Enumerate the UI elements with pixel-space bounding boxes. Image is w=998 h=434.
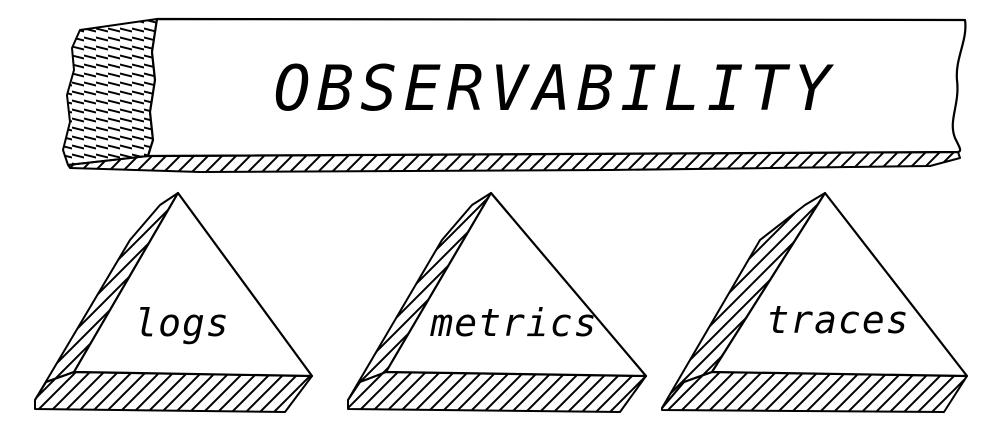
pillar-metrics-label: metrics xyxy=(429,301,597,345)
beam-bottom-edge xyxy=(67,151,961,173)
pillar-traces: traces xyxy=(661,191,969,413)
pillar-metrics: metrics xyxy=(347,191,648,413)
beam-face xyxy=(146,17,967,158)
pillar-traces-label: traces xyxy=(766,298,909,342)
pillar-traces-face xyxy=(710,191,969,378)
pillar-logs-label: logs xyxy=(134,301,230,345)
pillar-logs-base xyxy=(34,371,313,413)
pillar-metrics-base xyxy=(347,371,647,413)
observability-beam: OBSERVABILITY xyxy=(62,17,967,173)
pillar-logs: logs xyxy=(34,191,314,413)
pillar-metrics-face xyxy=(384,191,648,378)
beam-end-cap xyxy=(62,18,158,166)
pillar-logs-face xyxy=(72,191,314,378)
pillar-traces-base xyxy=(661,371,968,413)
beam-title: OBSERVABILITY xyxy=(273,52,836,125)
